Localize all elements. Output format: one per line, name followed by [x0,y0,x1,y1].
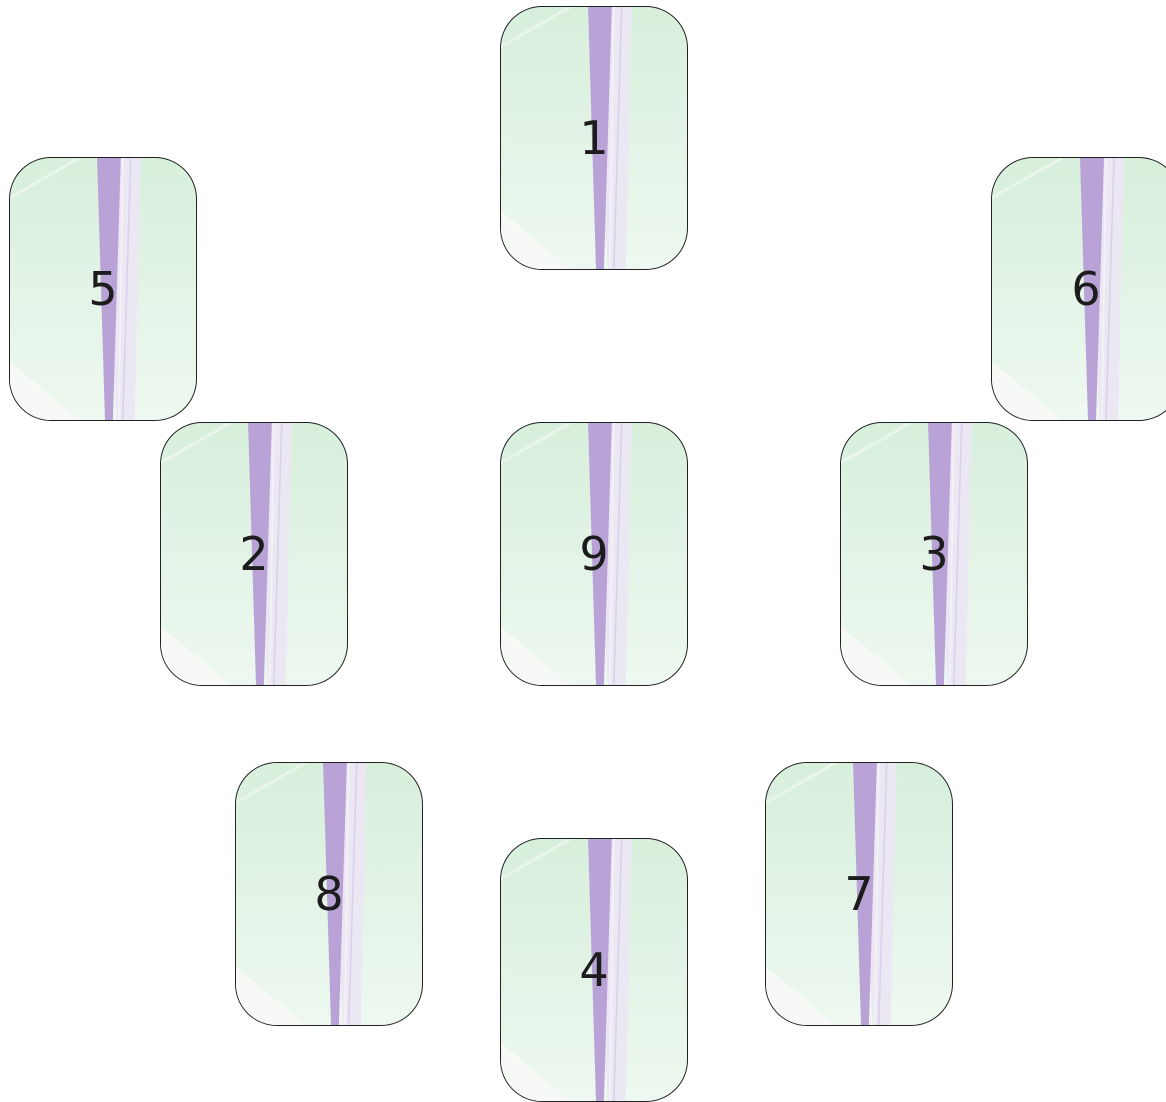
card-4: 4 [500,838,688,1102]
card-number: 6 [992,266,1166,312]
card-number: 3 [841,531,1027,577]
card-8: 8 [235,762,423,1026]
card-7: 7 [765,762,953,1026]
card-3: 3 [840,422,1028,686]
card-9: 9 [500,422,688,686]
card-number: 8 [236,871,422,917]
card-5: 5 [9,157,197,421]
card-number: 4 [501,947,687,993]
card-2: 2 [160,422,348,686]
card-number: 9 [501,531,687,577]
card-number: 1 [501,115,687,161]
card-6: 6 [991,157,1166,421]
card-1: 1 [500,6,688,270]
card-number: 5 [10,266,196,312]
card-number: 2 [161,531,347,577]
card-number: 7 [766,871,952,917]
